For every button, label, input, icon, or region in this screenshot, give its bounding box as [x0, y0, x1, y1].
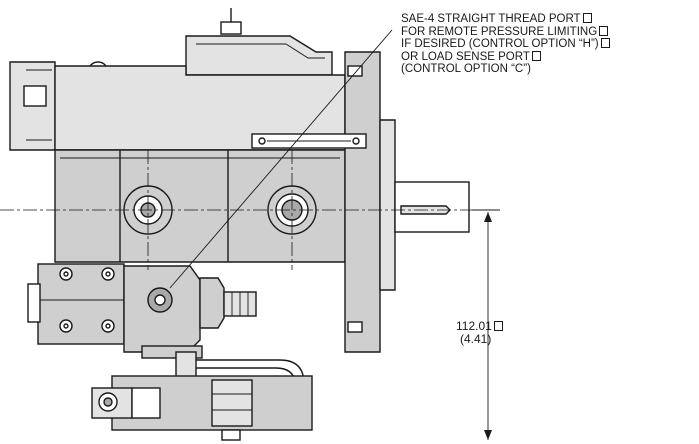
drive-shaft [394, 181, 470, 233]
dimension-metric: 112.01 [456, 320, 503, 333]
callout-line-4: OR LOAD SENSE PORT [401, 50, 610, 64]
lower-fittings [91, 345, 313, 441]
upper-housing [185, 35, 333, 76]
callout-line-1: SAE-4 STRAIGHT THREAD PORT [401, 13, 610, 26]
dimension-label: 112.01 (4.41) [456, 320, 503, 346]
control-block [27, 263, 125, 345]
name-plate [251, 133, 367, 149]
port-callout-note: SAE-4 STRAIGHT THREAD PORT FOR REMOTE PR… [401, 13, 610, 76]
mounting-flange [344, 51, 381, 353]
callout-leader [169, 29, 393, 289]
compensator-valve [123, 265, 257, 353]
top-stud [220, 8, 242, 35]
dimension-imperial: (4.41) [460, 332, 492, 346]
callout-line-3: IF DESIRED (CONTROL OPTION “H”) [401, 38, 610, 51]
callout-line-5: (CONTROL OPTION “C”) [401, 63, 531, 75]
callout-line-2: FOR REMOTE PRESSURE LIMITING [401, 25, 610, 39]
dimension-line [472, 209, 500, 440]
